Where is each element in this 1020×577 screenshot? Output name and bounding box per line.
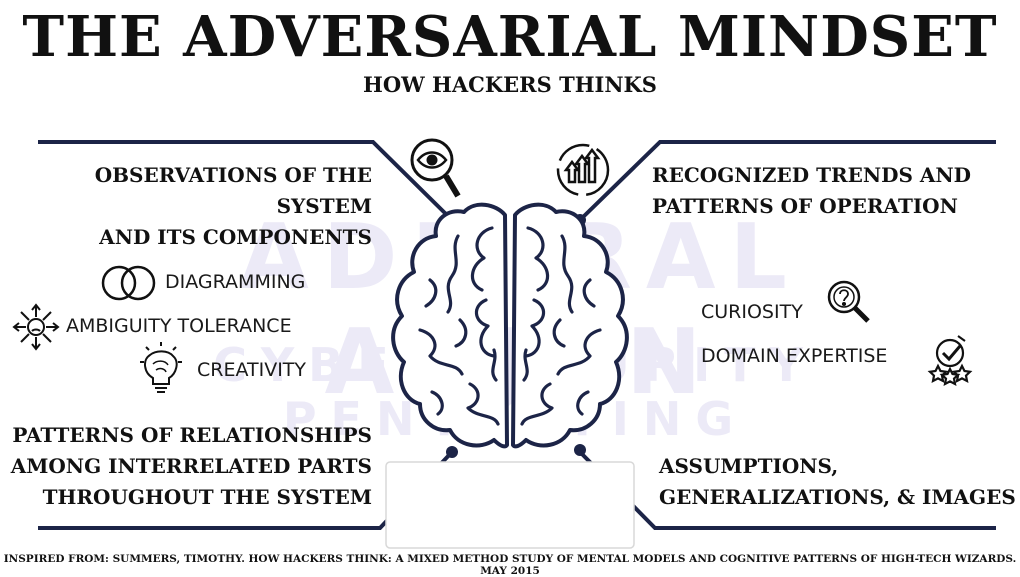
- question-magnifier-icon: [827, 280, 870, 323]
- connector-top-left: [38, 140, 454, 222]
- connector-dot-bottom-right: [574, 444, 586, 456]
- eye-magnifier-icon: [410, 138, 461, 198]
- heading-top-right-line-1: RECOGNIZED TRENDS AND: [652, 163, 971, 187]
- item-curiosity: CURIOSITY: [701, 301, 803, 323]
- heading-top-right-line-2: PATTERNS OF OPERATION: [652, 194, 958, 218]
- heading-top-left-line-2: AND ITS COMPONENTS: [99, 225, 372, 249]
- footer-citation: INSPIRED FROM: SUMMERS, TIMOTHY. HOW HAC…: [3, 553, 1017, 577]
- trend-chart-icon: [556, 143, 610, 197]
- heading-bottom-left-line-3: THROUGHOUT THE SYSTEM: [42, 485, 372, 509]
- brain-right-hemisphere: [511, 202, 629, 449]
- heading-bottom-right-line-1: ASSUMPTIONS,: [659, 454, 839, 478]
- heading-bottom-left: PATTERNS OF RELATIONSHIPS AMONG INTERREL…: [11, 420, 372, 513]
- connector-top-right: [578, 140, 996, 222]
- heading-top-left-line-1: OBSERVATIONS OF THE SYSTEM: [94, 163, 372, 218]
- page-title: THE ADVERSARIAL MINDSET: [22, 4, 998, 70]
- heading-top-right: RECOGNIZED TRENDS AND PATTERNS OF OPERAT…: [652, 160, 971, 222]
- item-creativity: CREATIVITY: [197, 359, 307, 381]
- connector-dot-bottom-left: [446, 446, 458, 458]
- heading-bottom-right-line-2: GENERALIZATIONS, & IMAGES: [659, 485, 1016, 509]
- venn-diagram-icon: [101, 265, 156, 301]
- heading-top-left: OBSERVATIONS OF THE SYSTEM AND ITS COMPO…: [0, 160, 372, 253]
- page-subtitle: HOW HACKERS THINKS: [363, 72, 657, 97]
- brain-left-hemisphere: [391, 202, 509, 449]
- item-diagramming: DIAGRAMMING: [165, 271, 306, 293]
- check-stars-icon: [927, 335, 973, 387]
- item-domain-expertise: DOMAIN EXPERTISE: [701, 345, 888, 367]
- lightbulb-brain-icon: [140, 342, 182, 393]
- heading-bottom-left-line-2: AMONG INTERRELATED PARTS: [10, 454, 372, 478]
- brain-icon: [391, 202, 629, 449]
- arrows-compass-icon: [12, 303, 60, 351]
- heading-bottom-right: ASSUMPTIONS, GENERALIZATIONS, & IMAGES: [659, 451, 1016, 513]
- pedestal: [385, 461, 635, 549]
- item-ambiguity-tolerance: AMBIGUITY TOLERANCE: [66, 315, 292, 337]
- heading-bottom-left-line-1: PATTERNS OF RELATIONSHIPS: [12, 423, 372, 447]
